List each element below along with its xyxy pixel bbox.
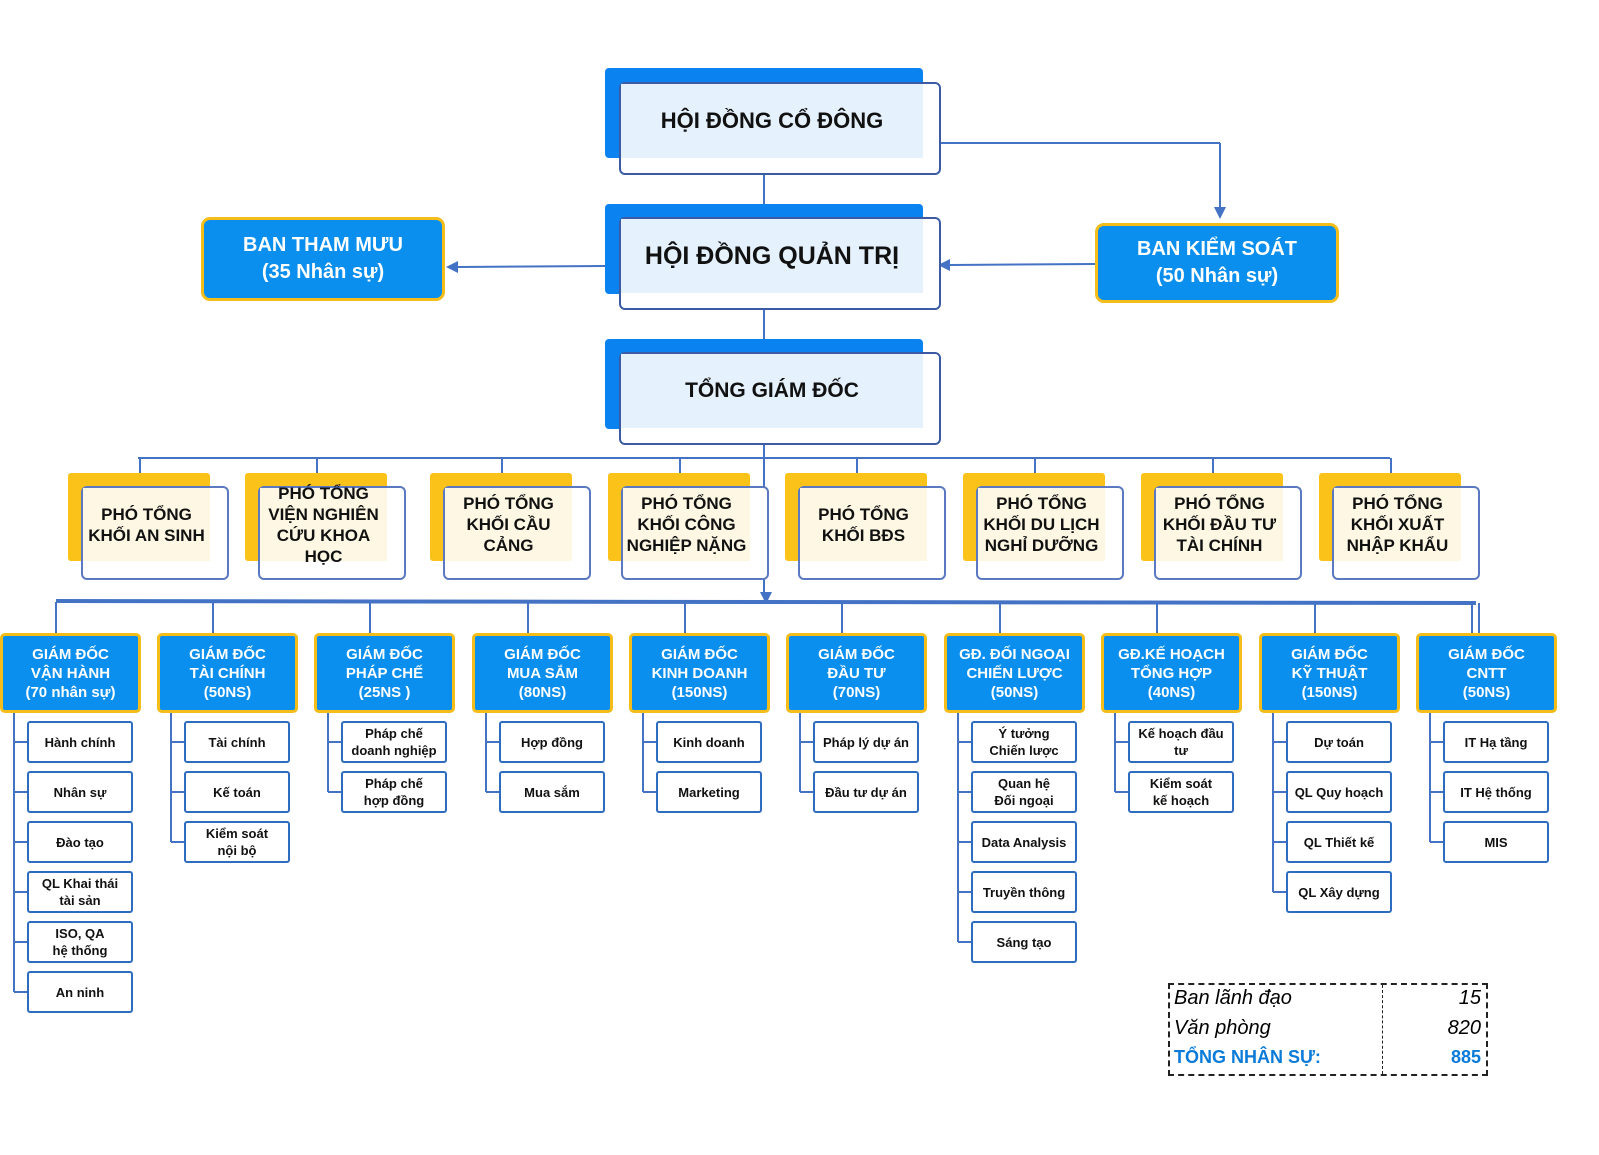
department-node[interactable]: An ninh	[27, 971, 133, 1013]
department-node[interactable]: Truyền thông	[971, 871, 1077, 913]
department-node[interactable]: Kế toán	[184, 771, 290, 813]
connector-arrowhead	[1214, 207, 1226, 219]
connector-line	[457, 265, 606, 268]
department-node[interactable]: Nhân sự	[27, 771, 133, 813]
department-node[interactable]: Ý tưởng Chiến lược	[971, 721, 1077, 763]
director-node[interactable]: GIÁM ĐỐC TÀI CHÍNH (50NS)	[157, 633, 298, 713]
department-node[interactable]: Đầu tư dự án	[813, 771, 919, 813]
department-node[interactable]: Pháp lý dự án	[813, 721, 919, 763]
board-title: HỘI ĐỒNG QUẢN TRỊ	[621, 219, 923, 293]
staff-summary-table: Ban lãnh đạo 15 Văn phòng 820 TỔNG NHÂN …	[1168, 983, 1488, 1076]
vp-title: PHÓ TỔNG KHỐI DU LỊCH NGHỈ DƯỠNG	[978, 488, 1105, 561]
leadership-value: 15	[1458, 987, 1481, 1009]
director-node[interactable]: GIÁM ĐỐC PHÁP CHẾ (25NS )	[314, 633, 455, 713]
ceo-title: TỔNG GIÁM ĐỐC	[621, 354, 923, 428]
department-node[interactable]: QL Xây dựng	[1286, 871, 1392, 913]
shareholders-title: HỘI ĐỒNG CỔ ĐÔNG	[621, 84, 923, 158]
connector-arrowhead	[446, 261, 458, 273]
department-node[interactable]: QL Khai thái tài sản	[27, 871, 133, 913]
vp-title: PHÓ TỔNG KHỐI ĐẦU TƯ TÀI CHÍNH	[1156, 488, 1283, 561]
department-node[interactable]: Kinh doanh	[656, 721, 762, 763]
department-node[interactable]: Marketing	[656, 771, 762, 813]
control-board-node[interactable]: BAN KIỂM SOÁT (50 Nhân sự)	[1095, 223, 1339, 303]
department-node[interactable]: QL Quy hoạch	[1286, 771, 1392, 813]
department-node[interactable]: Kế hoạch đầu tư	[1128, 721, 1234, 763]
department-node[interactable]: Mua sắm	[499, 771, 605, 813]
director-node[interactable]: GIÁM ĐỐC CNTT (50NS)	[1416, 633, 1557, 713]
vp-title: PHÓ TỔNG KHỐI CẦU CẢNG	[445, 488, 572, 561]
department-node[interactable]: Dự toán	[1286, 721, 1392, 763]
connector-arrowhead	[938, 259, 950, 271]
leadership-label: Ban lãnh đạo	[1174, 987, 1292, 1009]
department-node[interactable]: IT Hệ thống	[1443, 771, 1549, 813]
control-board-title: BAN KIỂM SOÁT	[1137, 238, 1297, 260]
vp-title: PHÓ TỔNG KHỐI AN SINH	[83, 488, 210, 561]
director-node[interactable]: GĐ.KẾ HOẠCH TỔNG HỢP (40NS)	[1101, 633, 1242, 713]
director-node[interactable]: GĐ. ĐỐI NGOẠI CHIẾN LƯỢC (50NS)	[944, 633, 1085, 713]
department-node[interactable]: Data Analysis	[971, 821, 1077, 863]
department-node[interactable]: Quan hệ Đối ngoại	[971, 771, 1077, 813]
advisory-board-count: (35 Nhân sự)	[261, 261, 385, 283]
department-node[interactable]: Pháp chế doanh nghiệp	[341, 721, 447, 763]
department-node[interactable]: Hành chính	[27, 721, 133, 763]
advisory-board-title: BAN THAM MƯU	[243, 234, 403, 256]
director-node[interactable]: GIÁM ĐỐC KINH DOANH (150NS)	[629, 633, 770, 713]
department-node[interactable]: Đào tạo	[27, 821, 133, 863]
vp-title: PHÓ TỔNG KHỐI XUẤT NHẬP KHẨU	[1334, 488, 1461, 561]
office-label: Văn phòng	[1174, 1017, 1271, 1039]
vp-title: PHÓ TỔNG KHỐI CÔNG NGHIỆP NẶNG	[623, 488, 750, 561]
vp-title: PHÓ TỔNG KHỐI BĐS	[800, 488, 927, 561]
connector-line	[55, 599, 1477, 605]
department-node[interactable]: Tài chính	[184, 721, 290, 763]
advisory-board-node[interactable]: BAN THAM MƯU (35 Nhân sự)	[201, 217, 445, 301]
connector-arrowhead	[760, 592, 772, 604]
director-node[interactable]: GIÁM ĐỐC KỸ THUẬT (150NS)	[1259, 633, 1400, 713]
department-node[interactable]: Sáng tạo	[971, 921, 1077, 963]
vp-title: PHÓ TỔNG VIỆN NGHIÊN CỨU KHOA HỌC	[260, 484, 387, 566]
office-value: 820	[1447, 1017, 1481, 1039]
department-node[interactable]: QL Thiết kế	[1286, 821, 1392, 863]
department-node[interactable]: IT Hạ tầng	[1443, 721, 1549, 763]
director-node[interactable]: GIÁM ĐỐC VẬN HÀNH (70 nhân sự)	[0, 633, 141, 713]
total-value: 885	[1450, 1047, 1481, 1067]
department-node[interactable]: Hợp đồng	[499, 721, 605, 763]
director-node[interactable]: GIÁM ĐỐC MUA SẮM (80NS)	[472, 633, 613, 713]
total-label: TỔNG NHÂN SỰ:	[1174, 1047, 1321, 1067]
connector-line	[949, 263, 1096, 266]
department-node[interactable]: ISO, QA hệ thống	[27, 921, 133, 963]
director-node[interactable]: GIÁM ĐỐC ĐẦU TƯ (70NS)	[786, 633, 927, 713]
department-node[interactable]: Pháp chế hợp đồng	[341, 771, 447, 813]
department-node[interactable]: MIS	[1443, 821, 1549, 863]
control-board-count: (50 Nhân sự)	[1155, 265, 1279, 287]
department-node[interactable]: Kiểm soát kế hoạch	[1128, 771, 1234, 813]
department-node[interactable]: Kiểm soát nội bộ	[184, 821, 290, 863]
